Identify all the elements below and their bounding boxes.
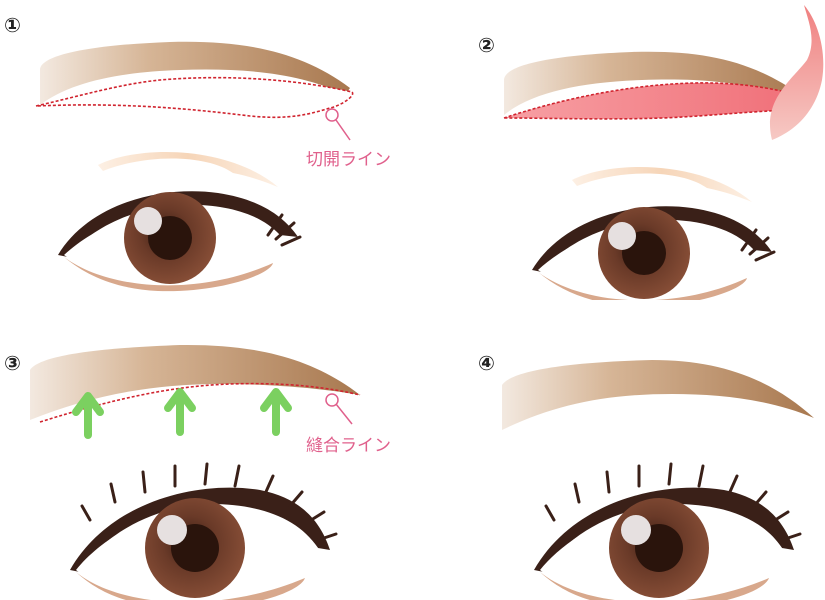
eyebrow-icon	[502, 360, 814, 430]
suture-line-label: 縫合ライン	[306, 436, 391, 456]
up-arrow-icon	[260, 388, 292, 436]
incision-line-label: 切開ライン	[306, 150, 391, 170]
eyebrow-icon	[35, 41, 354, 119]
step-3-number: ③	[4, 351, 21, 375]
eye-icon	[58, 152, 302, 292]
excised-wound	[503, 82, 803, 120]
excised-skin-flap	[770, 5, 824, 140]
step-4-number: ④	[478, 351, 495, 375]
incision-line	[35, 76, 354, 119]
step-2-panel: ②	[412, 0, 824, 300]
step-2-number: ②	[478, 33, 495, 57]
step-4-panel: ④	[412, 300, 824, 600]
label-callout: 切開ライン	[306, 108, 391, 170]
label-callout: 縫合ライン	[306, 393, 391, 456]
eyebrow-icon	[503, 5, 824, 140]
up-arrow-icon	[164, 388, 196, 436]
step-1-panel: ① 切開ライン	[0, 0, 412, 300]
up-arrow-icon	[72, 392, 104, 439]
eye-icon	[532, 167, 776, 300]
eye-icon	[534, 462, 802, 600]
eye-icon	[70, 462, 338, 600]
step-3-panel: ③ 縫合ライン	[0, 300, 412, 600]
step-1-number: ①	[4, 13, 21, 37]
